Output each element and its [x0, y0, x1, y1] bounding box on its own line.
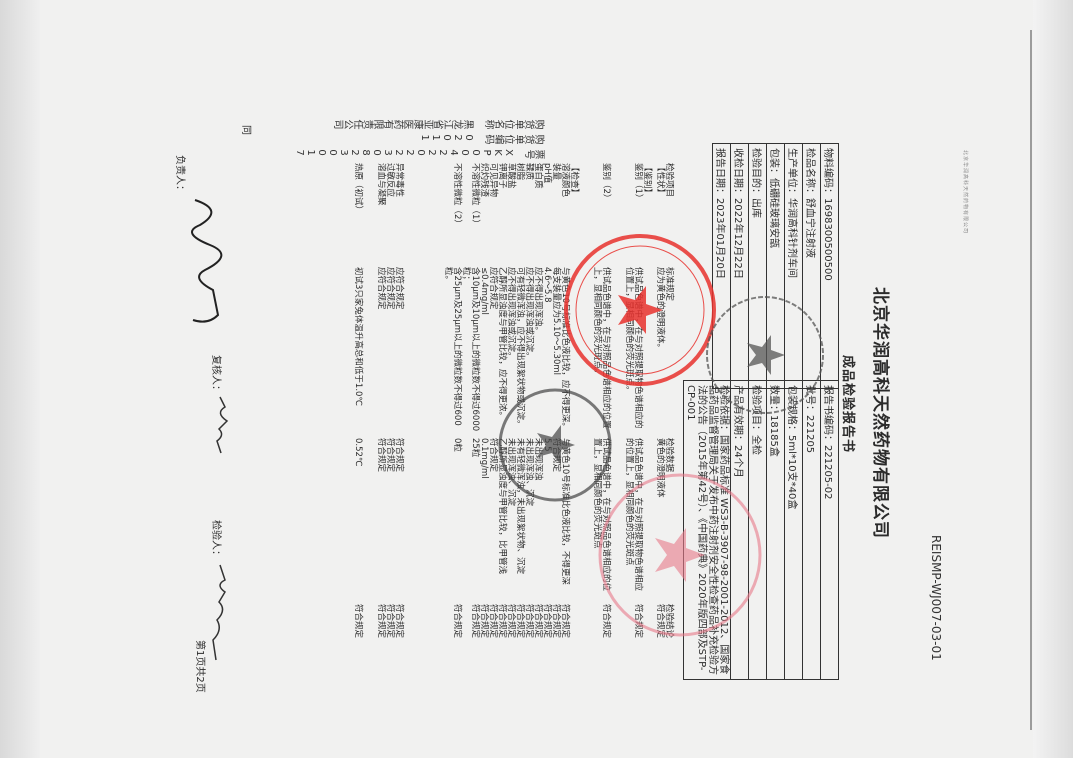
pink-stamp [598, 473, 762, 637]
stamps-and-signatures [191, 199, 824, 661]
manager-signature [191, 199, 223, 323]
red-stamp [564, 234, 716, 386]
scan-shadow-right [1033, 0, 1073, 758]
scan-shadow-left [0, 0, 40, 758]
inspector-signature [212, 564, 227, 661]
report-page: 北京华润高科天然药物有限公司 REISMP-WJ007-03-01 北京华润高科… [35, 25, 1035, 745]
scan-edge-line [1030, 30, 1032, 730]
reviewer-signature [216, 396, 229, 454]
inspection-stamp-top [706, 296, 824, 414]
inspection-stamp-middle [498, 388, 612, 502]
